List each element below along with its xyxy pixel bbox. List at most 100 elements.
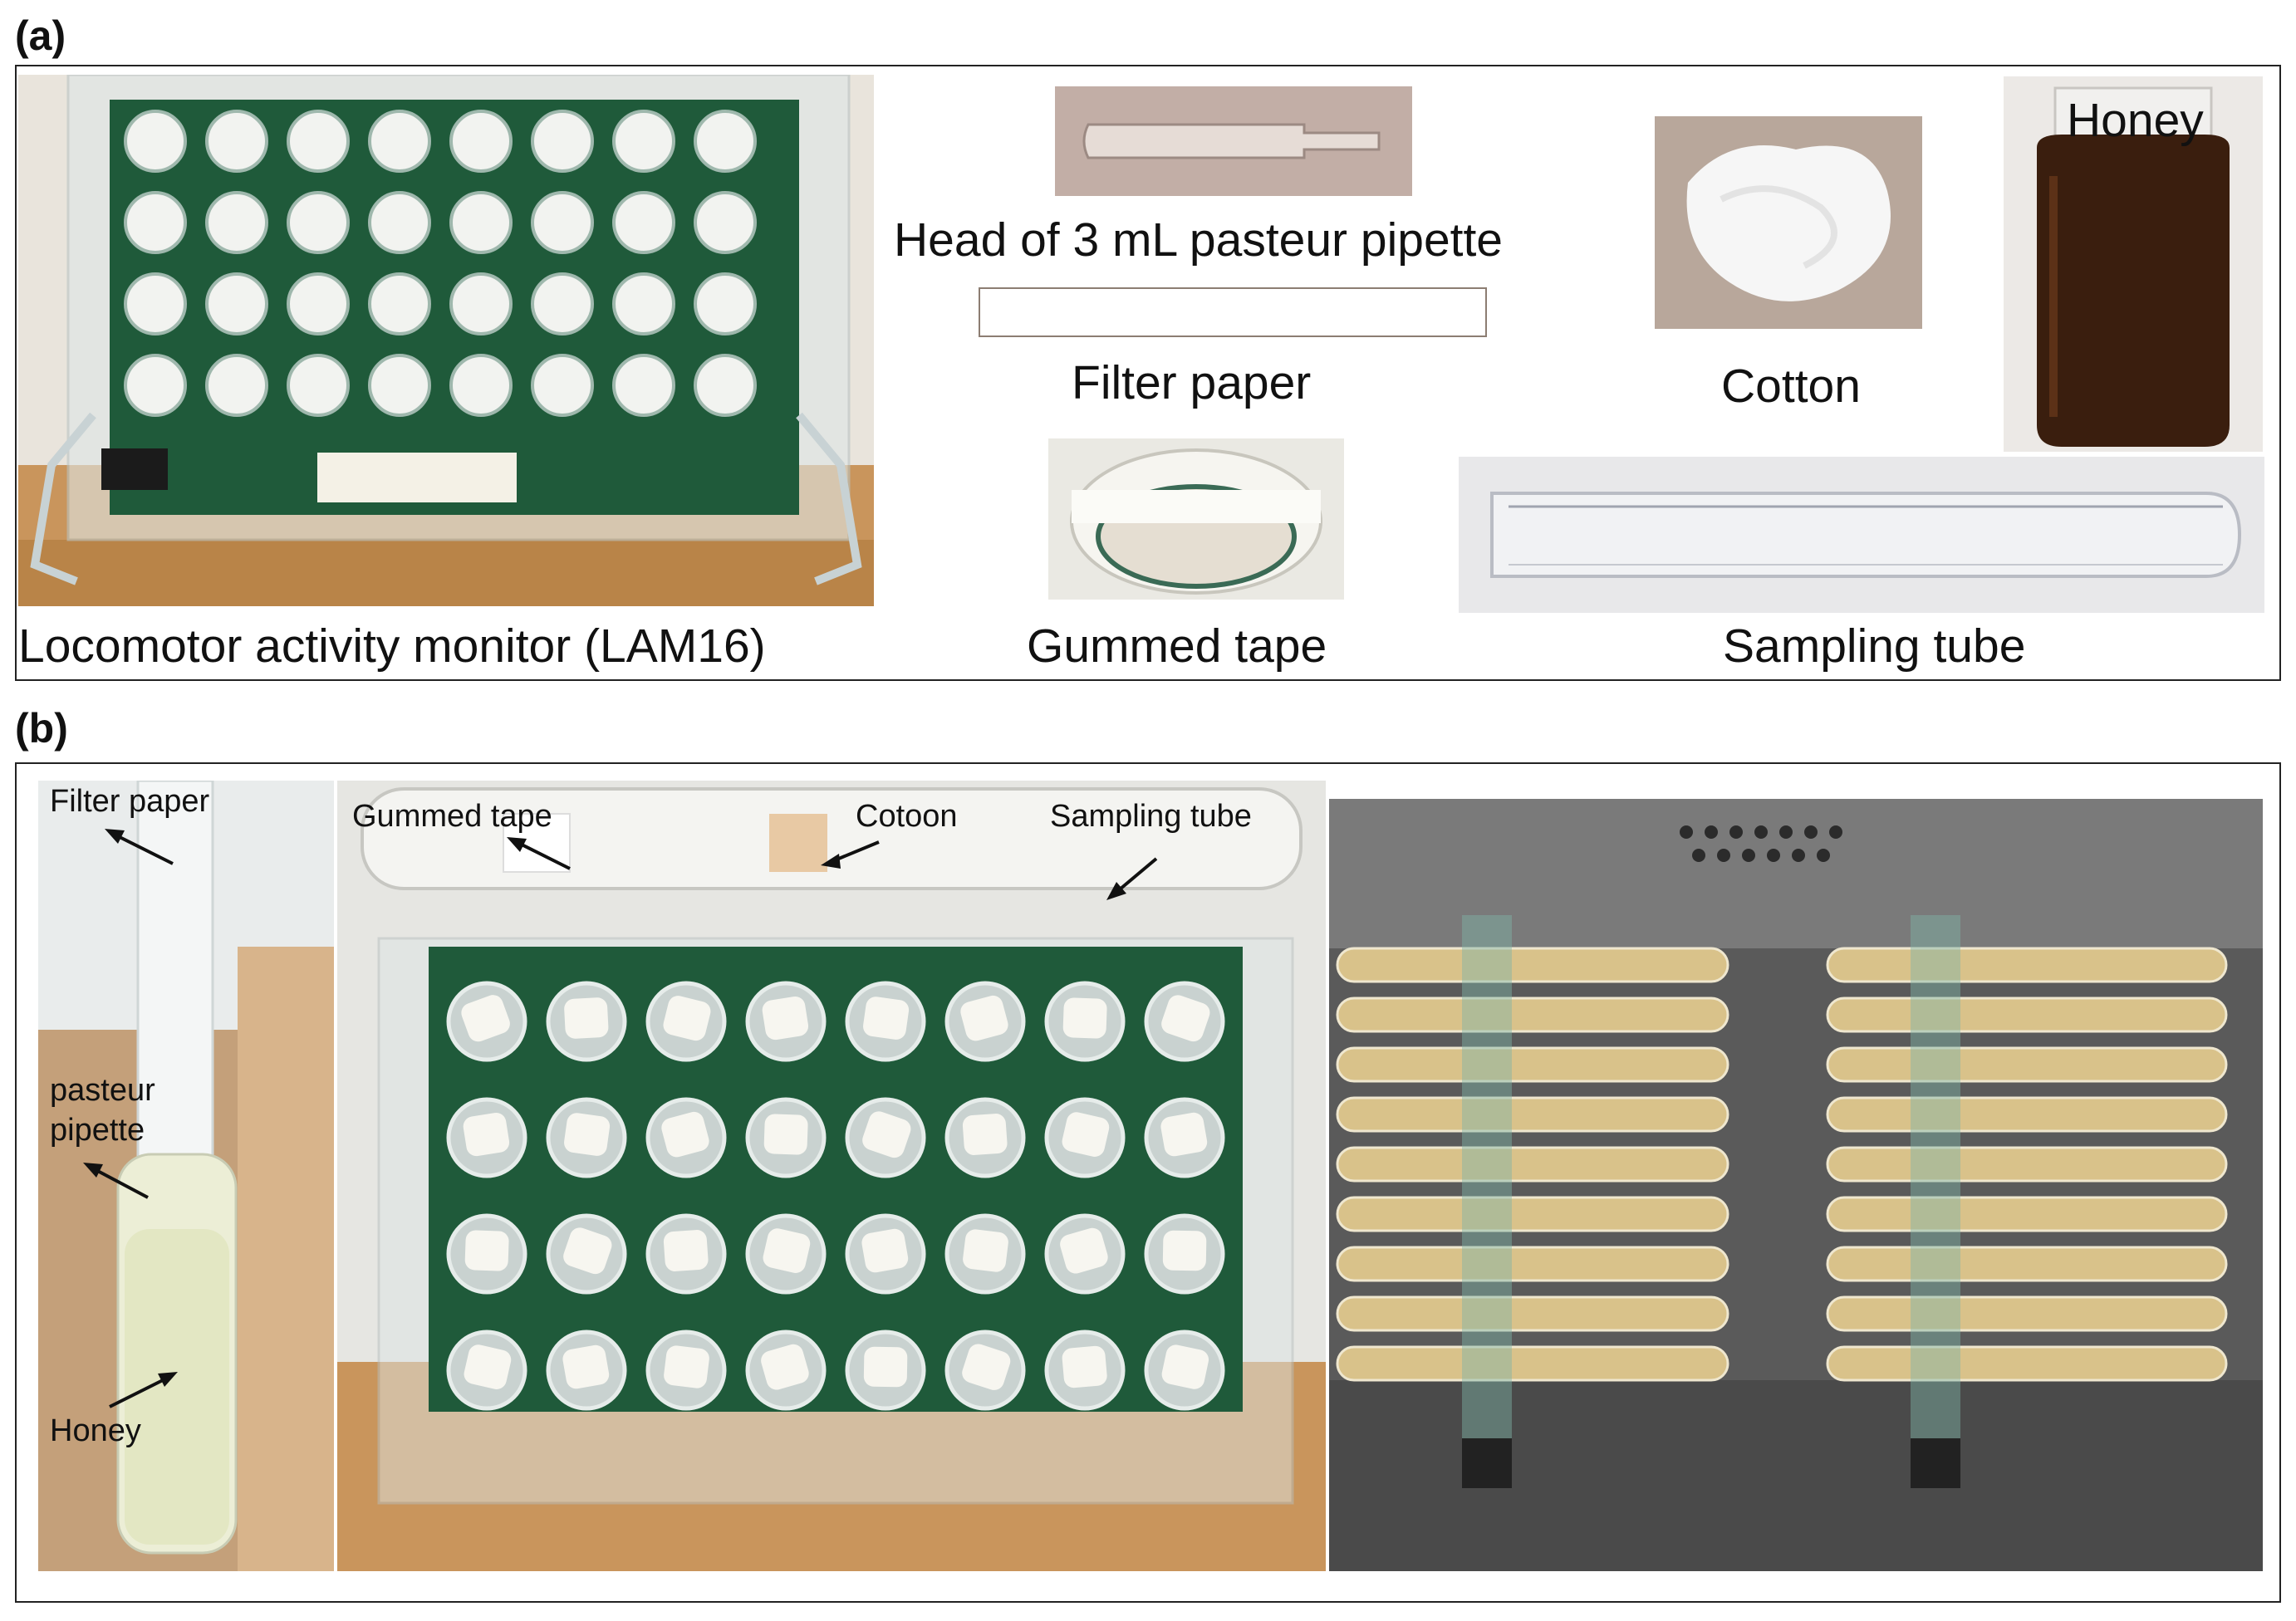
cotton-plug [1062, 1112, 1110, 1157]
monitor-hole [531, 110, 594, 173]
ann-pipette: pipette [50, 1113, 145, 1148]
pipette-caption: Head of 3 mL pasteur pipette [894, 213, 1504, 267]
ann-cotoon: Cotoon [856, 799, 958, 834]
cotton-plug [963, 1229, 1008, 1272]
monitor-hole [205, 191, 268, 254]
filter-caption: Filter paper [1072, 356, 1312, 409]
monitor-hole [205, 272, 268, 335]
incubator-tube-right [1826, 1246, 2228, 1282]
monitor-hole [368, 191, 431, 254]
cotton-plug [1060, 1227, 1108, 1274]
pipette-head-photo [1055, 86, 1412, 196]
monitor-hole [124, 354, 187, 417]
incubator-tube-left [1336, 1246, 1729, 1282]
incubator-tube-right [1826, 947, 2228, 983]
ann-filter-paper: Filter paper [50, 784, 210, 819]
tape-caption: Gummed tape [1027, 620, 1327, 673]
gummed-tape-photo [1048, 438, 1344, 600]
incubator-tube-right [1826, 1046, 2228, 1083]
incubator-tube-right [1826, 1096, 2228, 1133]
ann-honey: Honey [50, 1413, 141, 1448]
cotton-plug [663, 1230, 709, 1271]
cotton-plug [1162, 1230, 1207, 1271]
monitor-hole [287, 110, 350, 173]
cotton-plug [960, 995, 1008, 1041]
incubator-tube-right [1826, 997, 2228, 1033]
monitor-hole [449, 354, 513, 417]
monitor-hole [694, 110, 757, 173]
monitor-hole [368, 354, 431, 417]
cotton-photo [1655, 116, 1922, 329]
monitor-hole [531, 354, 594, 417]
monitor-hole [205, 110, 268, 173]
panel-b-letter: (b) [15, 705, 68, 752]
arrow-pipette [83, 1163, 149, 1199]
monitor-hole [124, 272, 187, 335]
arrow-cotoon [821, 840, 880, 869]
ann-pasteur: pasteur [50, 1073, 155, 1108]
cotton-caption: Cotton [1721, 360, 1861, 413]
cotton-plug [862, 1111, 911, 1158]
ann-sampling-tube: Sampling tube [1050, 799, 1252, 834]
cotton-plug [1062, 1345, 1107, 1388]
cotton-plug [863, 1346, 908, 1388]
cotton-plug [861, 1228, 909, 1273]
cotton-plug [663, 996, 711, 1041]
cotton-plug [762, 997, 809, 1041]
incubator-tube-right [1826, 1345, 2228, 1382]
incubator-tube-left [1336, 1146, 1729, 1183]
incubator-tube-left [1336, 1046, 1729, 1083]
cotton-plug [564, 1113, 611, 1156]
incubator-tube-right [1826, 1146, 2228, 1183]
cotton-plug [1160, 1112, 1208, 1157]
incubator-tube-left [1336, 1196, 1729, 1232]
incubator-tube-right [1826, 1196, 2228, 1232]
monitor-hole [449, 191, 513, 254]
monitor-hole [531, 272, 594, 335]
loaded-monitor-photo [337, 781, 1326, 1571]
cotton-plug [562, 1344, 610, 1389]
cotton-plug [763, 1228, 811, 1273]
cotton-plug [463, 1113, 510, 1157]
cotton-plug [962, 1114, 1008, 1155]
panel-a-letter: (a) [15, 12, 66, 59]
monitor-hole [205, 354, 268, 417]
monitor-hole [694, 354, 757, 417]
ann-gummed-tape: Gummed tape [352, 799, 552, 834]
monitor-hole [368, 110, 431, 173]
lam16-caption: Locomotor activity monitor (LAM16) [18, 620, 766, 673]
arrow-sampling-tube [1106, 857, 1158, 900]
monitor-hole [124, 110, 187, 173]
cotton-plug [1062, 997, 1107, 1039]
monitor-hole [531, 191, 594, 254]
incubator-tube-left [1336, 997, 1729, 1033]
cotton-plug [564, 997, 609, 1039]
arrow-honey [109, 1372, 178, 1408]
cotton-plug [661, 1111, 709, 1158]
monitor-hole [124, 191, 187, 254]
lam16-photo [18, 75, 874, 606]
feeder-photo [38, 781, 334, 1571]
cotton-plug [464, 1344, 512, 1389]
monitor-hole [449, 272, 513, 335]
monitor-hole [694, 191, 757, 254]
monitor-hole [694, 272, 757, 335]
cotton-plug [461, 995, 510, 1042]
cotton-plug [863, 997, 910, 1040]
cotton-plug [464, 1230, 509, 1271]
cotton-plug [763, 1114, 808, 1155]
incubator-tube-right [1826, 1295, 2228, 1332]
arrow-filter-paper [105, 829, 174, 865]
monitor-hole [368, 272, 431, 335]
sampling-tube-photo [1459, 457, 2264, 613]
cotton-plug [1161, 995, 1210, 1042]
incubator-tube-left [1336, 1295, 1729, 1332]
honey-jar-photo [2004, 76, 2263, 452]
tube-caption: Sampling tube [1723, 620, 2026, 673]
cotton-plug [761, 1344, 809, 1390]
incubator-tube-left [1336, 947, 1729, 983]
monitor-hole [287, 354, 350, 417]
incubator-tube-left [1336, 1096, 1729, 1133]
arrow-gummed-tape [507, 837, 571, 870]
cotton-plug [962, 1344, 1011, 1390]
